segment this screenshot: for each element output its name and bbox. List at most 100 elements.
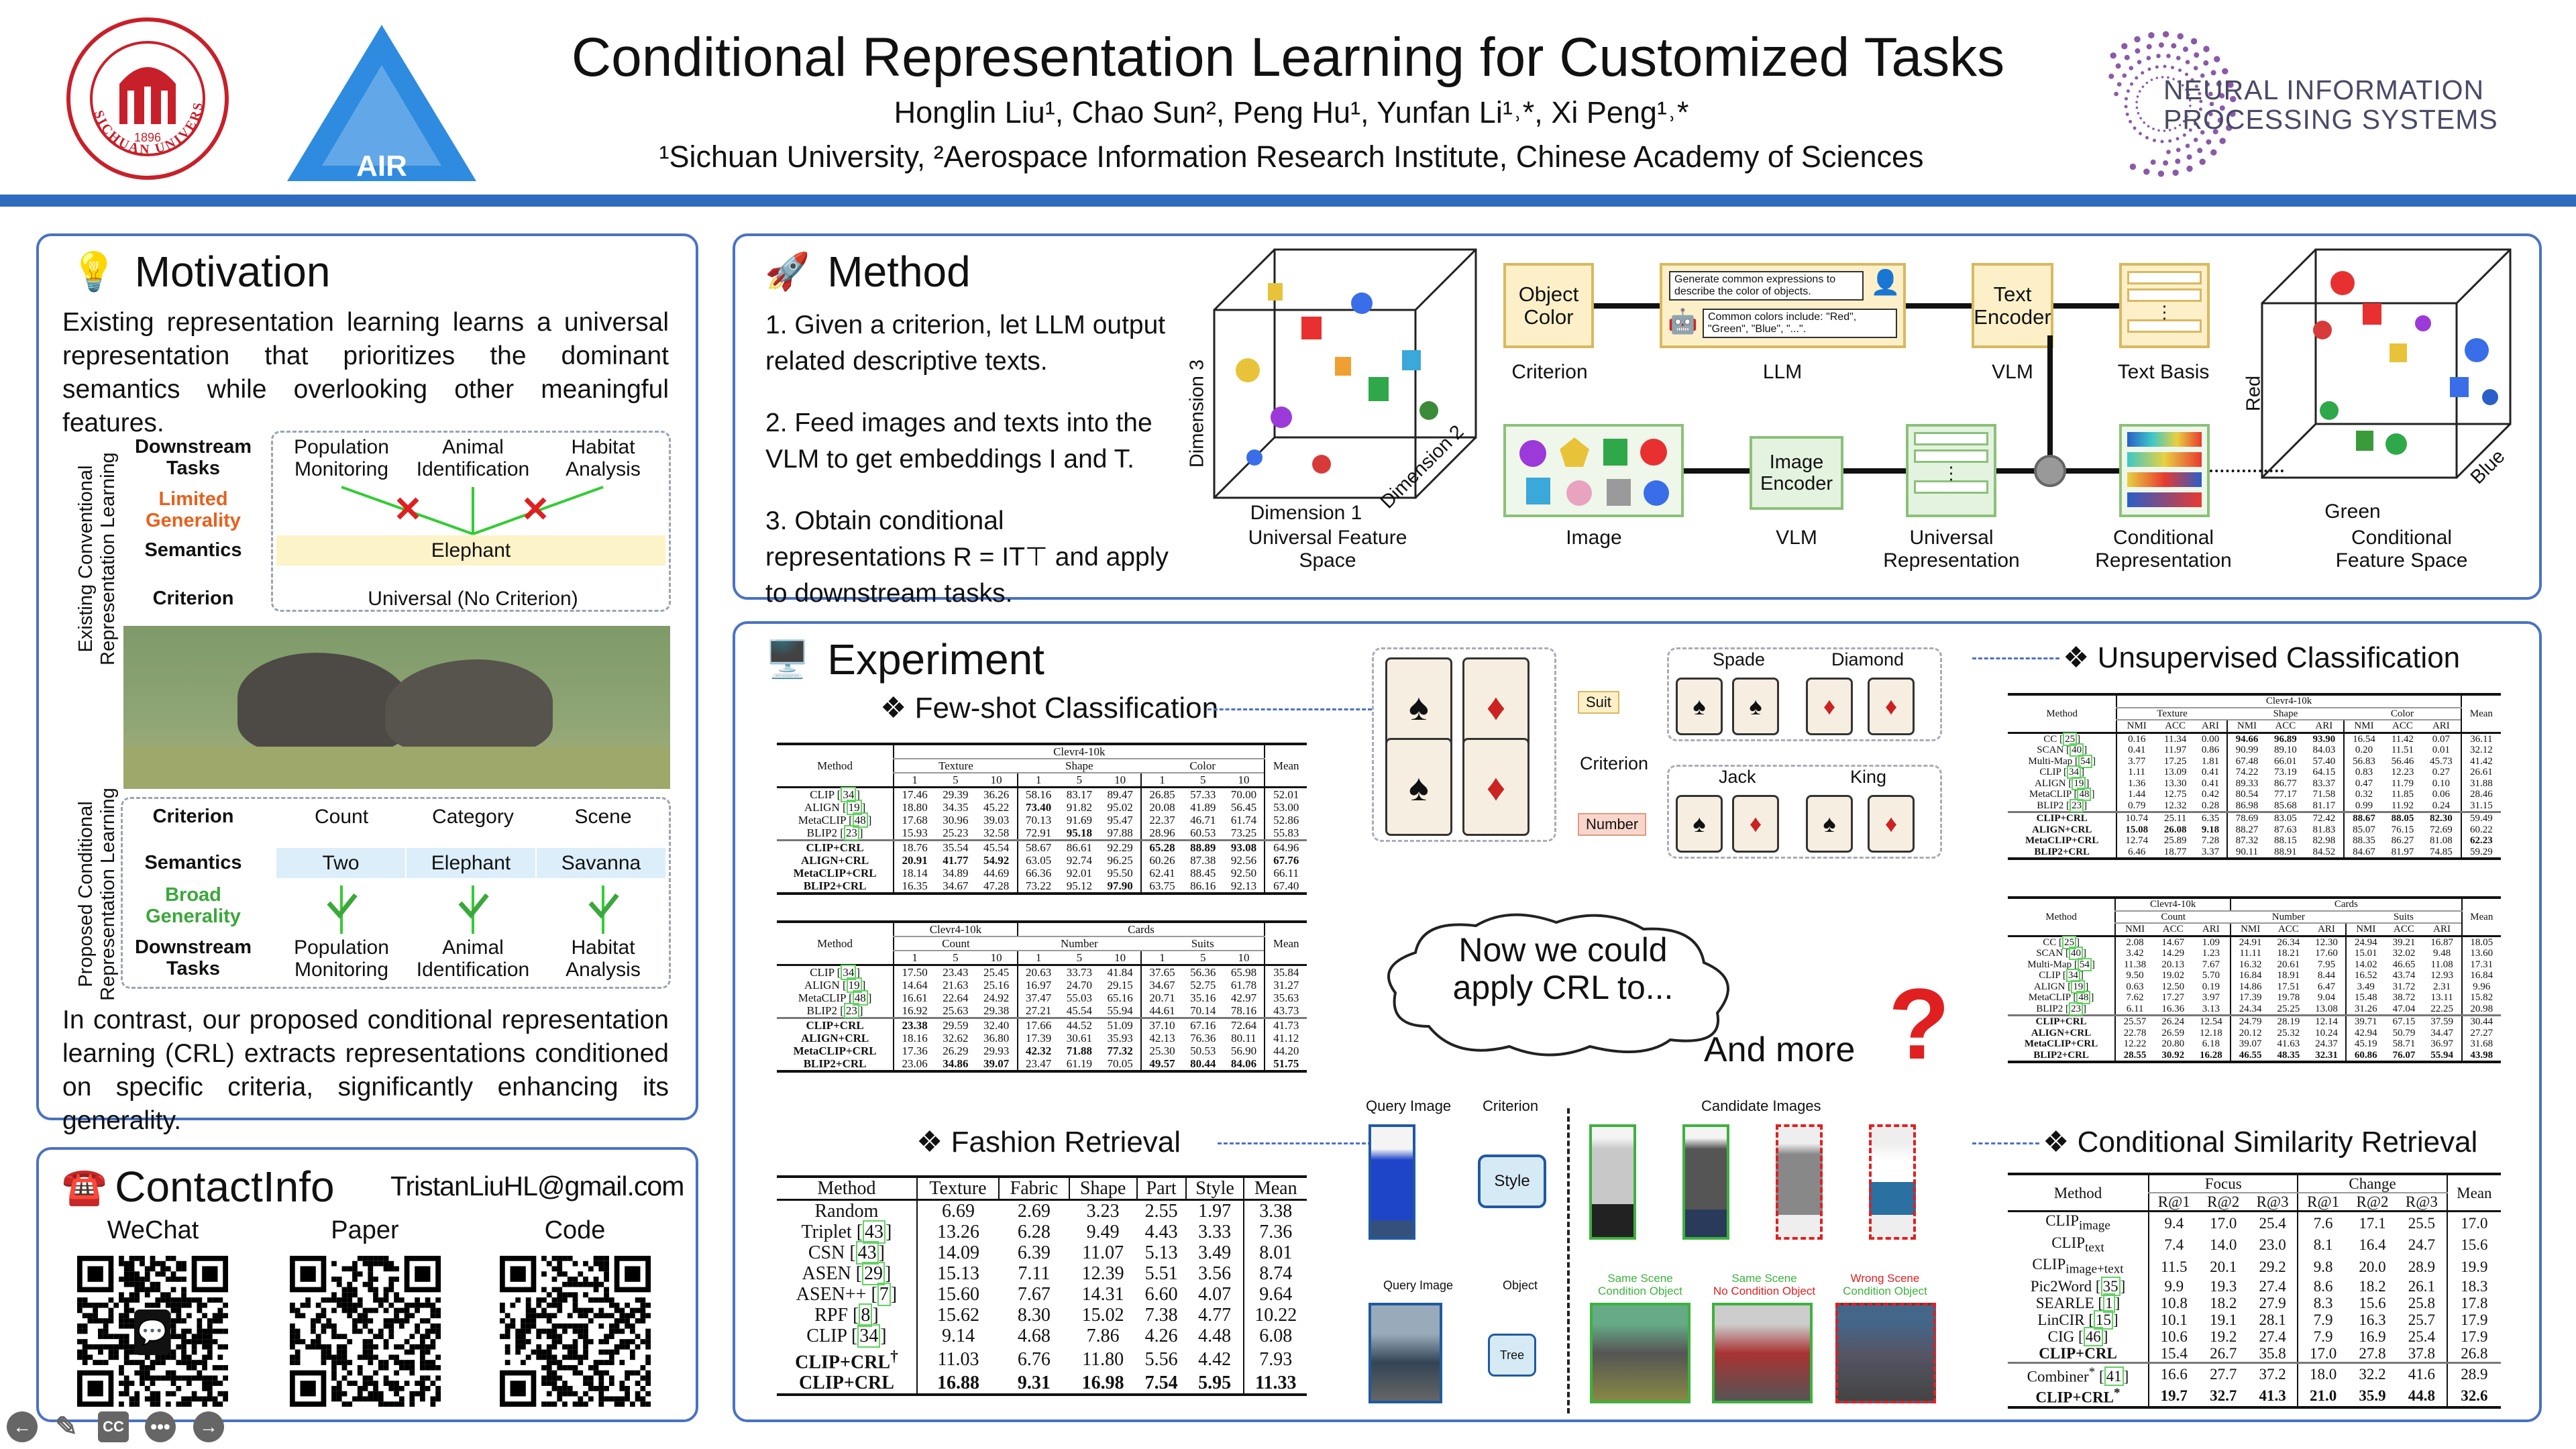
- citation-link[interactable]: 48: [852, 812, 868, 828]
- arrow-llm-text-encoder: [1906, 303, 1972, 309]
- method-name: BLIP2+CRL: [803, 1057, 867, 1070]
- method-cell: SCAN [40]: [2037, 743, 2088, 757]
- table-header-cell: Count: [893, 936, 1018, 951]
- arrow-text-basis: [2053, 303, 2119, 309]
- table-cell: 28.55: [2114, 1049, 2154, 1062]
- table-cell: 58.67: [1016, 839, 1059, 854]
- table-cell: 30.44: [2461, 1014, 2501, 1028]
- table-header-cell: Suits: [1141, 936, 1265, 951]
- citation-link[interactable]: 19: [2072, 776, 2086, 790]
- citation-link[interactable]: 41: [2104, 1366, 2124, 1387]
- llm-label: LLM: [1762, 361, 1803, 383]
- citation-link[interactable]: 23: [2068, 1002, 2083, 1016]
- citation-link[interactable]: 19: [846, 977, 862, 993]
- table-cell: 3.77: [2116, 755, 2157, 767]
- citation-link[interactable]: 35: [2100, 1276, 2121, 1296]
- qr-code-paper[interactable]: [290, 1256, 441, 1407]
- table-cell: 0.27: [2432, 767, 2451, 777]
- citation-link[interactable]: 46: [2083, 1326, 2103, 1346]
- citation-link[interactable]: 19: [846, 800, 862, 815]
- table-cell: 86.27: [2391, 835, 2414, 846]
- citation-link[interactable]: 29: [862, 1262, 885, 1285]
- method-cell: CLIP+CRL: [2008, 1014, 2116, 1028]
- table-cell: 66.36: [1016, 867, 1059, 879]
- next-slide-button[interactable]: →: [193, 1411, 224, 1442]
- table-cell: 26.8: [2446, 1344, 2501, 1363]
- table-cell: 1.81: [2201, 755, 2220, 767]
- row-label-downstream-2: Downstream Tasks: [134, 936, 252, 979]
- table-cell: 7.9: [2297, 1328, 2348, 1345]
- citation-link[interactable]: 43: [863, 1220, 886, 1244]
- citation-link[interactable]: 23: [843, 1003, 859, 1018]
- more-options-button[interactable]: •••: [145, 1411, 176, 1442]
- citation-link[interactable]: 34: [857, 1324, 881, 1348]
- citation-link[interactable]: 25: [2061, 935, 2076, 949]
- table-header-cell: Mean: [1264, 922, 1307, 966]
- citation-link[interactable]: 8: [859, 1303, 873, 1327]
- table-header-cell: Mean: [2460, 694, 2501, 734]
- pen-tool-button[interactable]: ✎: [55, 1412, 78, 1442]
- table-cell: 80.11: [1231, 1032, 1256, 1044]
- method-name: SCAN: [2036, 948, 2063, 959]
- method-cell: ALIGN [19]: [804, 800, 866, 815]
- citation-link[interactable]: 48: [2077, 788, 2092, 801]
- citation-link[interactable]: 34: [841, 965, 857, 980]
- citation-link[interactable]: 34: [841, 787, 857, 802]
- citation-link[interactable]: 1: [2103, 1293, 2115, 1313]
- method-cell: Multi-Map [54]: [2027, 957, 2095, 971]
- citation-link[interactable]: 40: [2068, 947, 2083, 960]
- citation-link[interactable]: 23: [2070, 798, 2084, 812]
- criterion-tree-box: Tree: [1488, 1334, 1536, 1377]
- method-cell: MetaCLIP [48]: [2028, 991, 2094, 1004]
- citation-link[interactable]: 48: [852, 990, 868, 1006]
- table-cell: 25.25: [2277, 1003, 2300, 1014]
- table-cell: 8.44: [2317, 970, 2336, 981]
- cloud-text: Now we could apply CRL to...: [1452, 931, 1674, 1006]
- citation-link[interactable]: 19: [2071, 979, 2086, 994]
- table-cell: 81.08: [2430, 835, 2453, 846]
- table-cell: 42.13: [1140, 1032, 1183, 1044]
- method-name: CLIP: [810, 788, 835, 801]
- citation-link[interactable]: 54: [2078, 754, 2092, 768]
- task-animal-2: Animal Identification: [416, 936, 530, 981]
- table-cell: 72.42: [2304, 811, 2345, 824]
- citation-link[interactable]: 43: [855, 1241, 879, 1265]
- table-cell: 18.2: [2210, 1294, 2237, 1311]
- table-cell: 33.73: [1066, 966, 1092, 979]
- citation-link[interactable]: 25: [2063, 732, 2078, 746]
- llm-box: Generate common expressions to describe …: [1660, 263, 1906, 348]
- candidate-train-1: [1590, 1303, 1690, 1403]
- task-habitat: Habitat Analysis: [566, 436, 641, 480]
- citation-link[interactable]: 54: [2077, 957, 2092, 971]
- previous-slide-button[interactable]: ←: [7, 1411, 38, 1442]
- citation-link[interactable]: 15: [2094, 1309, 2114, 1330]
- citation-link[interactable]: 34: [2067, 765, 2082, 779]
- table-cell: 7.86: [1086, 1326, 1120, 1346]
- table-cell: 95.50: [1107, 867, 1133, 879]
- table-cell: 24.94: [2345, 936, 2385, 948]
- table-cell: 30.92: [2161, 1049, 2185, 1061]
- arrow-criterion-llm: [1594, 303, 1660, 309]
- method-cell: CLIP [34]: [810, 965, 860, 980]
- captions-button[interactable]: CC: [98, 1411, 129, 1442]
- contact-email[interactable]: TristanLiuHL@gmail.com: [390, 1171, 684, 1201]
- table-cell: 1.09: [2202, 936, 2220, 948]
- table-cell: 88.91: [2274, 846, 2297, 857]
- citation-link[interactable]: 34: [2065, 969, 2080, 982]
- qr-code-code[interactable]: [500, 1256, 651, 1407]
- citation-link[interactable]: 48: [2076, 991, 2091, 1004]
- table-header-cell: 5: [935, 773, 976, 788]
- table-cell: 88.15: [2274, 835, 2297, 846]
- table-cell: 9.04: [2317, 992, 2336, 1003]
- citation-link[interactable]: 23: [843, 825, 859, 841]
- qr-code-wechat[interactable]: [77, 1256, 228, 1407]
- table-cell: 85.68: [2274, 800, 2297, 811]
- citation-link[interactable]: 7: [877, 1283, 891, 1306]
- table-cell: 19.78: [2277, 992, 2300, 1003]
- citation-link[interactable]: 40: [2070, 743, 2084, 757]
- table-cell: 32.02: [2392, 948, 2416, 959]
- row-label-semantics: Semantics: [144, 539, 242, 561]
